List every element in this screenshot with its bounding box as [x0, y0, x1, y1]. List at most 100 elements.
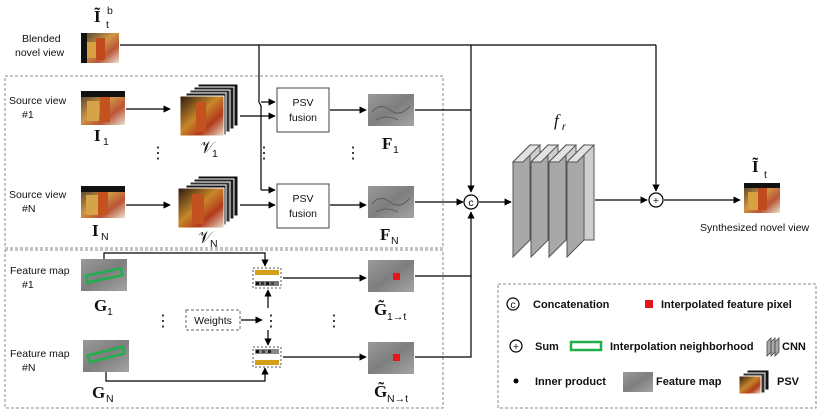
feature-map-Gt1 [368, 260, 414, 292]
gtN-symbol: G̃ [374, 381, 387, 401]
gN-interp-neighborhood [86, 345, 126, 364]
ellipsis-weights: ⋮ [263, 313, 279, 330]
feature-map-FN [368, 186, 414, 218]
legend-inner: Inner product [535, 376, 606, 388]
fN-sub: N [391, 235, 399, 247]
gt1-symbol: G̃ [374, 299, 387, 319]
blended-label-line1: Blended [22, 33, 61, 45]
weights-box [185, 309, 241, 331]
psv1-sub: 1 [212, 148, 218, 160]
feature-map-GtN [368, 342, 414, 374]
weights-label: Weights [194, 315, 232, 327]
g1-symbol: G [94, 296, 107, 315]
concat-node [463, 194, 479, 210]
legend-interp-neigh: Interpolation neighborhood [610, 341, 754, 353]
legend-feature-map-icon [623, 372, 653, 392]
legend-sum-icon-symbol: + [513, 341, 519, 353]
psv-fusion-block-1 [276, 87, 330, 133]
source-imageN-thumbnail [81, 186, 125, 218]
feature-maps-group [4, 249, 444, 409]
fr-symbol: f [554, 111, 561, 130]
concat-node-symbol: c [468, 197, 473, 209]
psv1-symbol: 𝒱 [200, 138, 217, 157]
legend-concat: Concatenation [533, 299, 610, 311]
legend-psv-icon [738, 369, 770, 395]
psvN-sub: N [210, 238, 218, 250]
fr-sub: r [562, 121, 566, 133]
blended-label-line2: novel view [15, 47, 64, 59]
imgN-symbol: I [92, 221, 99, 240]
img1-sub: 1 [103, 136, 109, 148]
legend-interp-neigh-icon [569, 340, 603, 352]
g1-to-weights-line [103, 252, 269, 267]
cnn-fr [511, 143, 596, 259]
ellipsis-gt: ⋮ [326, 313, 342, 330]
legend-psv: PSV [777, 376, 800, 388]
fusionN-line2: fusion [289, 208, 317, 220]
legend-box [497, 283, 817, 409]
psvN-stack [177, 175, 239, 229]
ellipsis-g: ⋮ [155, 313, 171, 330]
ellipsis-img: ⋮ [150, 145, 166, 162]
gt1-interp-pixel [393, 273, 400, 280]
legend-sum: Sum [535, 341, 559, 353]
feature-map-F1 [368, 94, 414, 126]
gtN-interp-pixel [393, 354, 400, 361]
fusionN-line1: PSV [292, 193, 313, 205]
f1-sub: 1 [393, 144, 399, 156]
feature-map1-label-line1: Feature map [10, 265, 70, 277]
feature-map-F1-texture [371, 105, 411, 121]
weights-vector-N [252, 346, 282, 368]
source-viewN-label-line1: Source view [9, 189, 67, 201]
gtN-to-concat-line [415, 276, 472, 358]
source-view1-label-line2: #1 [22, 109, 34, 121]
g1-sub: 1 [107, 306, 113, 318]
psv-fusion-block-N [276, 183, 330, 229]
f1-symbol: F [382, 134, 392, 153]
gtN-sub: N→t [387, 393, 408, 405]
legend-interp-pixel: Interpolated feature pixel [661, 299, 792, 311]
psvN-symbol: 𝒱 [198, 228, 215, 247]
output-symbol: Ĩ [752, 157, 759, 176]
legend-sum-icon [509, 339, 523, 353]
ellipsis-fusion: ⋮ [256, 145, 272, 162]
imgN-sub: N [101, 231, 109, 243]
source-image1-thumbnail [81, 91, 125, 125]
g1-interp-neighborhood [84, 266, 124, 285]
output-label: Synthesized novel view [700, 222, 810, 234]
gN-to-weights-line [105, 367, 269, 382]
blended-image-thumbnail [81, 33, 119, 63]
source-view1-label-line1: Source view [9, 95, 67, 107]
feature-mapN-label-line2: #N [22, 362, 35, 374]
blended-sup: b [107, 5, 113, 17]
sum-node [648, 192, 664, 208]
blended-to-fusion-branch [258, 45, 262, 190]
weights-vector-1 [252, 267, 282, 289]
output-sub: t [764, 169, 767, 181]
ellipsis-f: ⋮ [345, 145, 361, 162]
fusion1-line1: PSV [292, 97, 313, 109]
gN-symbol: G [92, 383, 105, 402]
gt1-sub: 1→t [387, 311, 406, 323]
legend-concat-icon [506, 297, 520, 311]
blended-sub: t [106, 19, 109, 31]
output-image-thumbnail [744, 183, 780, 213]
gN-sub: N [106, 393, 114, 405]
legend-feature-map: Feature map [656, 376, 722, 388]
img1-symbol: I [94, 126, 101, 145]
blended-symbol: Ĩ [94, 7, 101, 26]
psv1-stack [179, 83, 239, 137]
legend-cnn: CNN [782, 341, 806, 353]
fusion1-line2: fusion [289, 112, 317, 124]
source-viewN-label-line2: #N [22, 203, 35, 215]
legend-cnn-icon [766, 337, 780, 357]
feature-map1-label-line2: #1 [22, 279, 34, 291]
sum-node-symbol: + [653, 195, 659, 207]
legend-inner-dot-icon [513, 378, 519, 384]
fN-symbol: F [380, 225, 390, 244]
legend-interp-pixel-icon [645, 300, 653, 308]
feature-map-FN-texture [371, 197, 411, 213]
feature-mapN-label-line1: Feature map [10, 348, 70, 360]
legend-concat-icon-symbol: c [510, 299, 515, 311]
